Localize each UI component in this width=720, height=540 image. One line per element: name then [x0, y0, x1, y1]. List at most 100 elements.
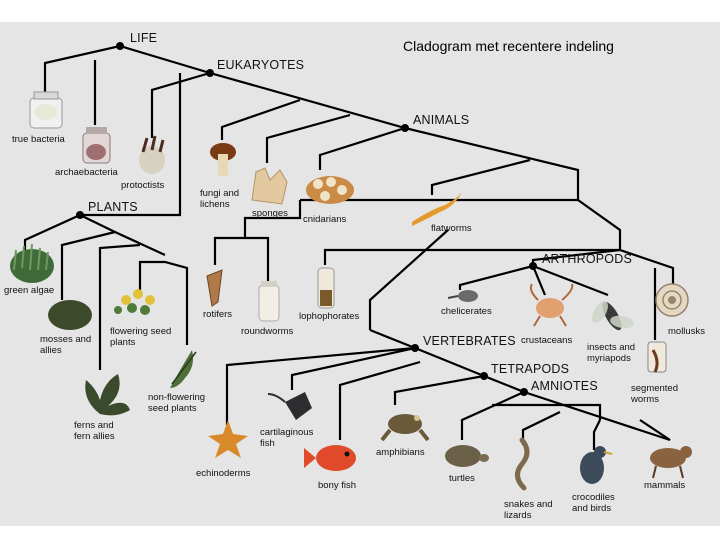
label-mammals: mammals: [644, 480, 685, 491]
label-crocodiles-line1: crocodiles: [572, 492, 615, 503]
label-lophophorates: lophophorates: [299, 311, 359, 322]
label-flowering-line2: plants: [110, 337, 136, 348]
label-sponges: sponges: [252, 208, 288, 219]
branch-crocodiles: [592, 419, 601, 450]
branch-tetrapods: [414, 346, 485, 378]
branch-protostomes: [577, 199, 622, 250]
branch-mollusks: [619, 248, 675, 340]
label-rotifers: rotifers: [203, 309, 232, 320]
label-nonflowering-line2: seed plants: [148, 403, 197, 414]
branch-diapsids: [492, 403, 602, 420]
mammals-image: [650, 446, 692, 479]
organism-images: [10, 91, 692, 491]
label-insects-line1: insects and: [587, 342, 635, 353]
label-snakes-line1: snakes and: [504, 499, 553, 510]
label-cnidarians: cnidarians: [303, 214, 347, 225]
branch-cnidarians: [318, 126, 406, 170]
node-tetrapods: [480, 372, 488, 380]
label-roundworms: roundworms: [241, 326, 294, 337]
label-archaebacteria: archaebacteria: [55, 167, 119, 178]
branch-plants: [23, 213, 81, 250]
branch-rotifers: [213, 236, 270, 283]
diagram-title: Cladogram met recentere indeling: [403, 38, 614, 54]
green-algae-image: [10, 243, 54, 283]
branch-mammals: [639, 419, 671, 441]
bony-fish-image: [304, 445, 356, 471]
clade-arthropods: ARTHROPODS: [542, 252, 632, 266]
label-fungi-line2: lichens: [200, 199, 230, 210]
branch-sponges: [265, 113, 351, 163]
branch-fungi: [220, 98, 301, 140]
node-plants: [76, 211, 84, 219]
branch-seed-plants: [138, 260, 189, 345]
branch-amphibians: [393, 374, 485, 405]
sponges-image: [251, 167, 288, 205]
label-mosses-line2: allies: [40, 345, 62, 356]
label-cartilaginous-line1: cartilaginous: [260, 427, 314, 438]
protoctists-image: [139, 135, 165, 174]
flatworms-image: [412, 192, 462, 226]
branch-plants-main: [79, 214, 166, 256]
label-nonflowering-line1: non-flowering: [148, 392, 205, 403]
label-green-algae: green algae: [4, 285, 54, 296]
label-cartilaginous-line2: fish: [260, 438, 275, 449]
roundworms-image: [258, 281, 280, 322]
crustaceans-image: [529, 283, 574, 327]
archaebacteria-jar-image: [82, 127, 111, 164]
label-bony-fish: bony fish: [318, 480, 356, 491]
echinoderms-image: [208, 420, 248, 458]
mollusks-image: [655, 283, 689, 317]
snakes-image: [515, 437, 530, 491]
branch-lophophorates: [323, 248, 620, 265]
crocodiles-birds-image: [580, 446, 613, 484]
tree-lines: [23, 44, 675, 450]
non-flowering-plants-image: [170, 350, 197, 388]
branch-arthro-split: [458, 264, 534, 290]
label-flowering-line1: flowering seed: [110, 326, 171, 337]
turtles-image: [445, 445, 489, 467]
branch-vertebrate-spine: [369, 328, 416, 350]
clade-tetrapods: TETRAPODS: [491, 362, 569, 376]
branch-mosses: [60, 230, 116, 300]
clade-animals: ANIMALS: [413, 113, 469, 127]
insects-image: [592, 301, 634, 331]
label-amphibians: amphibians: [376, 447, 425, 458]
label-snakes-line2: lizards: [504, 510, 532, 521]
node-life: [116, 42, 124, 50]
label-ferns-line2: fern allies: [74, 431, 115, 442]
label-true-bacteria: true bacteria: [12, 134, 66, 145]
branch-vertebrates: [225, 346, 416, 425]
cartilaginous-fish-image: [267, 392, 312, 420]
label-ferns-line1: ferns and: [74, 420, 114, 431]
clade-life: LIFE: [130, 31, 157, 45]
node-arthropods: [529, 262, 537, 270]
branch-deuterostomes: [368, 229, 449, 330]
label-turtles: turtles: [449, 473, 475, 484]
branch-life: [43, 44, 211, 95]
taxon-labels: true bacteria archaebacteria protoctists…: [4, 134, 705, 521]
clade-amniotes: AMNIOTES: [531, 379, 598, 393]
branch-crustaceans: [531, 264, 609, 297]
branch-ferns: [98, 243, 141, 370]
true-bacteria-jar-image: [29, 91, 63, 129]
label-echinoderms: echinoderms: [196, 468, 251, 479]
segmented-worms-image: [647, 341, 667, 373]
label-crustaceans: crustaceans: [521, 335, 572, 346]
label-flatworms: flatworms: [431, 223, 472, 234]
chelicerates-image: [447, 290, 478, 302]
branch-animals-main: [404, 126, 580, 200]
branch-cartilaginous: [290, 346, 416, 390]
mosses-image: [48, 300, 92, 330]
lophophorates-image: [317, 267, 335, 309]
amphibians-image: [380, 414, 430, 442]
branch-eukaryote-plants: [80, 73, 182, 217]
branch-rotifer-group: [243, 200, 302, 238]
ferns-image: [85, 374, 130, 416]
branch-bony-fish: [338, 360, 421, 440]
label-chelicerates: chelicerates: [441, 306, 492, 317]
nodes: [76, 42, 537, 396]
clade-eukaryotes: EUKARYOTES: [217, 58, 304, 72]
label-insects-line2: myriapods: [587, 353, 631, 364]
node-eukaryotes: [206, 69, 214, 77]
